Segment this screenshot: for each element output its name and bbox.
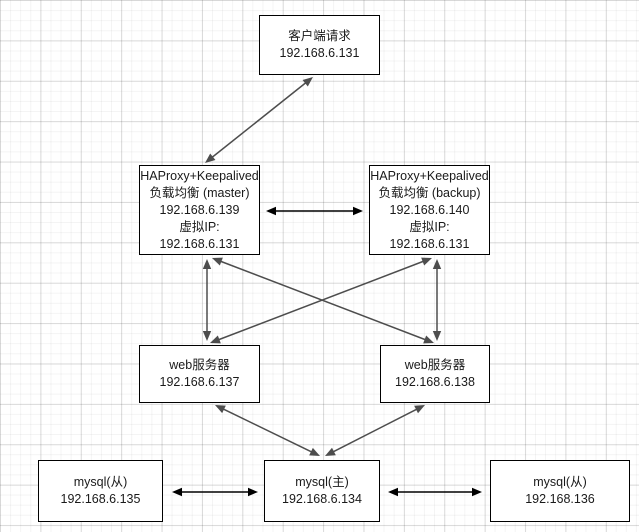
haproxy-keepalived-master-line: 192.168.6.131 <box>159 236 240 251</box>
client-request[interactable]: 客户端请求 192.168.6.131 <box>259 15 380 75</box>
mysql-master-134-line: mysql(主) <box>295 475 349 489</box>
edge-web2-to-mysql-master-head-start <box>414 405 425 414</box>
haproxy-keepalived-backup[interactable]: HAProxy+Keepalived 负载均衡 (backup) 192.168.6… <box>369 165 490 255</box>
edge-master-to-client-head-start <box>205 153 216 163</box>
edge-haproxy-master-backup <box>266 206 363 216</box>
web-server-137-line: 192.168.6.137 <box>159 375 240 389</box>
edge-backup-to-web1-head-start <box>421 257 432 266</box>
edge-master-to-web2-head-end <box>423 335 434 344</box>
mysql-slave-136-line: 192.168.136 <box>525 492 595 506</box>
edge-web1-to-mysql-master-head-end <box>309 447 320 456</box>
web-server-138-line: 192.168.6.138 <box>395 375 475 389</box>
haproxy-keepalived-master-line: 负载均衡 (master) <box>149 185 250 200</box>
haproxy-keepalived-backup-line: 负载均衡 (backup) <box>378 185 481 200</box>
edge-backup-to-web2-head-start <box>432 259 442 269</box>
edge-master-to-web1-head-end <box>202 331 212 341</box>
mysql-master-134[interactable]: mysql(主) 192.168.6.134 <box>264 460 380 522</box>
web-server-137-line: web服务器 <box>169 358 230 372</box>
edge-web2-to-mysql-master <box>325 405 425 456</box>
edge-mysql-slave-left-to-master-head-start <box>172 487 182 497</box>
edge-mysql-master-to-slave-right-head-end <box>472 487 482 497</box>
edge-mysql-master-to-slave-right-head-start <box>388 487 398 497</box>
haproxy-keepalived-master-line: 192.168.6.139 <box>159 202 240 217</box>
edge-master-to-web2 <box>212 257 434 344</box>
web-server-137[interactable]: web服务器 192.168.6.137 <box>139 345 260 403</box>
edge-master-to-web2-head-start <box>212 257 223 266</box>
edge-web1-to-mysql-master-line <box>220 407 315 454</box>
edge-master-to-client <box>205 77 313 163</box>
web-server-138[interactable]: web服务器 192.168.6.138 <box>380 345 490 403</box>
edge-mysql-slave-left-to-master <box>172 487 258 497</box>
edge-mysql-master-to-slave-right <box>388 487 482 497</box>
haproxy-keepalived-backup-line: 192.168.6.140 <box>389 202 470 217</box>
edge-backup-to-web2 <box>432 259 442 341</box>
haproxy-keepalived-master[interactable]: HAProxy+Keepalived 负载均衡 (master) 192.168.6… <box>139 165 260 255</box>
haproxy-keepalived-master-line: HAProxy+Keepalived <box>140 168 259 183</box>
edge-master-to-web2-line <box>218 259 428 342</box>
edge-backup-to-web2-head-end <box>432 331 442 341</box>
edge-master-to-client-line <box>210 80 308 160</box>
edge-master-to-web1-head-start <box>202 259 212 269</box>
edge-web2-to-mysql-master-head-end <box>325 447 336 456</box>
edge-backup-to-web1-head-end <box>210 335 221 344</box>
edge-haproxy-master-backup-head-start <box>266 206 276 216</box>
haproxy-keepalived-backup-line: 192.168.6.131 <box>389 236 470 251</box>
mysql-slave-135-line: 192.168.6.135 <box>60 492 141 506</box>
edge-web1-to-mysql-master-head-start <box>215 405 226 414</box>
mysql-slave-136[interactable]: mysql(从) 192.168.136 <box>490 460 630 522</box>
web-server-138-line: web服务器 <box>404 358 466 372</box>
mysql-master-134-line: 192.168.6.134 <box>282 492 362 506</box>
haproxy-keepalived-master-line: 虚拟IP: <box>179 219 220 234</box>
haproxy-keepalived-backup-line: 虚拟IP: <box>409 219 450 234</box>
edge-mysql-slave-left-to-master-head-end <box>248 487 258 497</box>
client-request-line: 客户端请求 <box>288 29 351 43</box>
edge-web1-to-mysql-master <box>215 405 320 456</box>
edge-master-to-web1 <box>202 259 212 341</box>
client-request-line: 192.168.6.131 <box>279 46 360 60</box>
edge-master-to-client-head-end <box>302 77 313 87</box>
haproxy-keepalived-backup-line: HAProxy+Keepalived <box>370 168 489 183</box>
edge-haproxy-master-backup-head-end <box>353 206 363 216</box>
mysql-slave-135[interactable]: mysql(从) 192.168.6.135 <box>38 460 163 522</box>
mysql-slave-136-line: mysql(从) <box>533 475 587 489</box>
edge-backup-to-web1 <box>210 257 432 344</box>
edge-web2-to-mysql-master-line <box>330 407 420 454</box>
mysql-slave-135-line: mysql(从) <box>73 475 128 489</box>
edge-backup-to-web1-line <box>216 259 426 342</box>
